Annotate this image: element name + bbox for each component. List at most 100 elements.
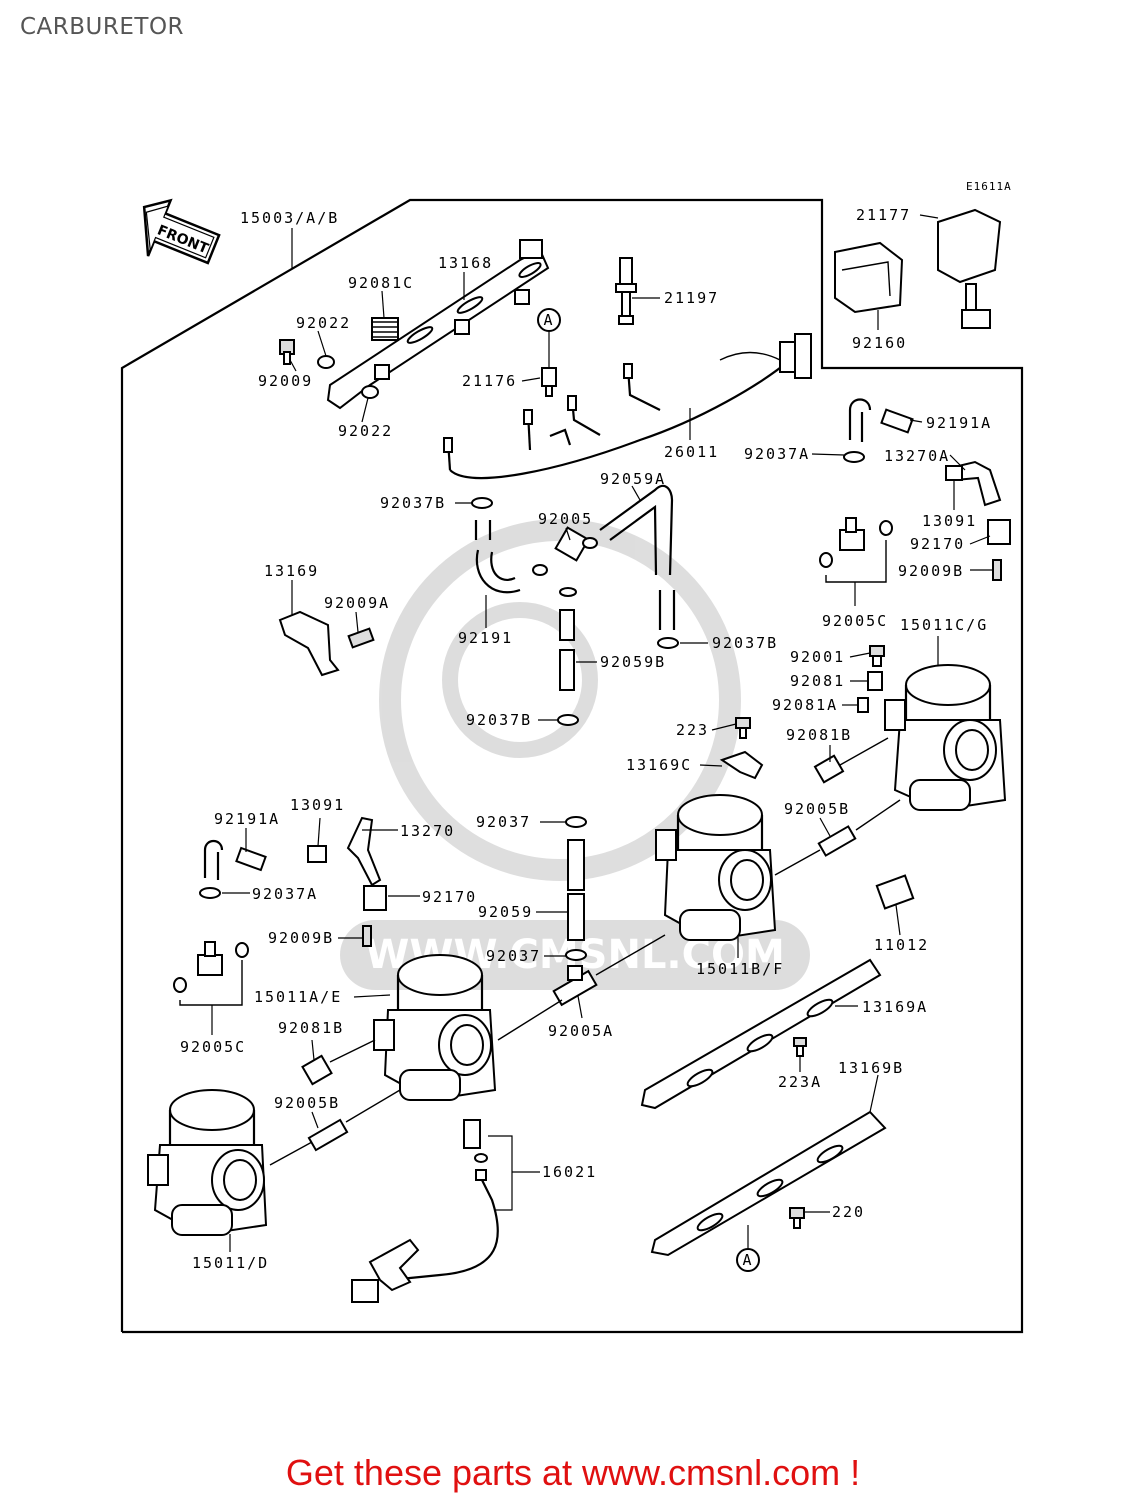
- callout-13270A: 13270A: [884, 447, 950, 465]
- callout-92081: 92081: [790, 672, 845, 690]
- part-92081B-spring-right: [813, 754, 845, 784]
- part-92005C-fitting-right: [819, 517, 893, 583]
- callout-15011D: 15011/D: [192, 1254, 269, 1272]
- part-13169B-rail: [650, 1110, 887, 1257]
- callout-92009B-right: 92009B: [898, 562, 964, 580]
- callout-11012: 11012: [874, 936, 929, 954]
- callout-92191A-left: 92191A: [214, 810, 280, 828]
- diagram-frame: [120, 198, 1024, 1334]
- part-13091-clamp-left: [307, 845, 327, 863]
- part-21176-sensor: [541, 367, 557, 397]
- part-92001-screw: [869, 645, 885, 667]
- reference-circle-a-bottom: [736, 1248, 760, 1272]
- callout-13091-left: 13091: [290, 796, 345, 814]
- callout-13169B: 13169B: [838, 1059, 904, 1077]
- callout-92005C-left: 92005C: [180, 1038, 246, 1056]
- parts-diagram: WWW.CMSNL.COM E1611A FRONT: [120, 180, 1024, 1334]
- callout-92160: 92160: [852, 334, 907, 352]
- callout-92005B-left: 92005B: [274, 1094, 340, 1112]
- part-21197-sensor: [615, 257, 637, 325]
- callout-92001: 92001: [790, 648, 845, 666]
- callout-26011: 26011: [664, 443, 719, 461]
- callout-220: 220: [832, 1203, 865, 1221]
- part-92191A-hose-right: [848, 398, 914, 442]
- callout-92037A-right: 92037A: [744, 445, 810, 463]
- part-92081A-spring: [857, 697, 869, 713]
- part-92037-clamp-a: [565, 816, 587, 828]
- callout-13091-right: 13091: [922, 512, 977, 530]
- callout-15003: 15003/A/B: [240, 209, 339, 227]
- callout-92170-right: 92170: [910, 535, 965, 553]
- callout-15011AE: 15011A/E: [254, 988, 342, 1006]
- callout-92081C: 92081C: [348, 274, 414, 292]
- part-92005C-fitting-left: [173, 941, 249, 1006]
- part-15011CG-carburetor: [884, 664, 1007, 812]
- callout-A-bottom: A: [742, 1251, 753, 1269]
- part-92022-washer-a: [317, 355, 335, 369]
- part-92191A-hose-left: [203, 839, 267, 880]
- diagram-code: E1611A: [966, 180, 1012, 193]
- callout-92022-upper: 92022: [296, 314, 351, 332]
- part-13270-bracket: [346, 816, 382, 887]
- part-92170-clamp-left: [363, 885, 387, 911]
- callout-92037B-middle: 92037B: [712, 634, 778, 652]
- callout-92009B-left: 92009B: [268, 929, 334, 947]
- part-92037A-clamp-left: [199, 887, 221, 899]
- callout-92037B-top: 92037B: [380, 494, 446, 512]
- part-21177-ignitor: [937, 208, 1002, 329]
- callout-13169: 13169: [264, 562, 319, 580]
- part-92009B-screw-left: [362, 925, 372, 947]
- callout-labels: 15003/A/B 13168 92081C 92022 92009 92022…: [180, 206, 990, 1272]
- callout-13168: 13168: [438, 254, 493, 272]
- callout-15011CG: 15011C/G: [900, 616, 988, 634]
- part-92037B-clamp-c: [557, 714, 579, 726]
- part-11012-cap: [875, 874, 915, 910]
- part-92059-hose: [567, 839, 585, 941]
- callout-92059: 92059: [478, 903, 533, 921]
- part-13169-bracket: [278, 610, 340, 677]
- callout-92005A: 92005A: [548, 1022, 614, 1040]
- part-26011-harness: [443, 333, 812, 480]
- assembly-lines: [269, 737, 901, 1166]
- callout-92009: 92009: [258, 372, 313, 390]
- callout-92059A: 92059A: [600, 470, 666, 488]
- callout-15011BF: 15011B/F: [696, 960, 784, 978]
- leader-lines: [211, 214, 993, 1252]
- callout-92009A: 92009A: [324, 594, 390, 612]
- callout-13270: 13270: [400, 822, 455, 840]
- part-223A-screw: [793, 1037, 807, 1057]
- footer-link-text[interactable]: Get these parts at www.cmsnl.com !: [285, 1452, 861, 1493]
- part-13091-clamp-right: [945, 465, 963, 481]
- callout-223A: 223A: [778, 1073, 822, 1091]
- callout-92081B-right: 92081B: [786, 726, 852, 744]
- part-13169C-bracket: [719, 750, 764, 780]
- part-92037-clamp-b: [565, 949, 587, 961]
- callout-92170-left: 92170: [422, 888, 477, 906]
- callout-92022-lower: 92022: [338, 422, 393, 440]
- callout-92191: 92191: [458, 629, 513, 647]
- part-92037B-clamp-b: [657, 637, 679, 649]
- part-92005A-fitting: [552, 965, 598, 1007]
- part-223-screw: [735, 717, 751, 739]
- callout-92005: 92005: [538, 510, 593, 528]
- part-13169A-rail: [640, 958, 882, 1110]
- part-92022-washer-b: [361, 385, 379, 399]
- part-92059A-hose: [599, 484, 676, 630]
- part-220-screw: [789, 1207, 805, 1229]
- part-92081B-spring-left: [301, 1054, 333, 1086]
- part-92059B-hose: [559, 609, 575, 691]
- part-92191-hose: [474, 520, 521, 594]
- callout-92005C-right: 92005C: [822, 612, 888, 630]
- part-15011AE-carburetor: [373, 954, 497, 1102]
- callout-92081A: 92081A: [772, 696, 838, 714]
- part-92009B-screw-right: [992, 559, 1002, 581]
- part-92037B-clamp-a: [471, 497, 493, 509]
- callout-92037-upper: 92037: [476, 813, 531, 831]
- part-16021-cable: [351, 1119, 499, 1303]
- callout-92037-lower: 92037: [486, 947, 541, 965]
- callout-223: 223: [676, 721, 709, 739]
- part-92170-clamp-right: [987, 519, 1011, 545]
- part-15011BF-carburetor: [655, 794, 777, 942]
- part-92009-screw: [279, 339, 295, 365]
- part-92005B-fitting-left: [307, 1118, 349, 1152]
